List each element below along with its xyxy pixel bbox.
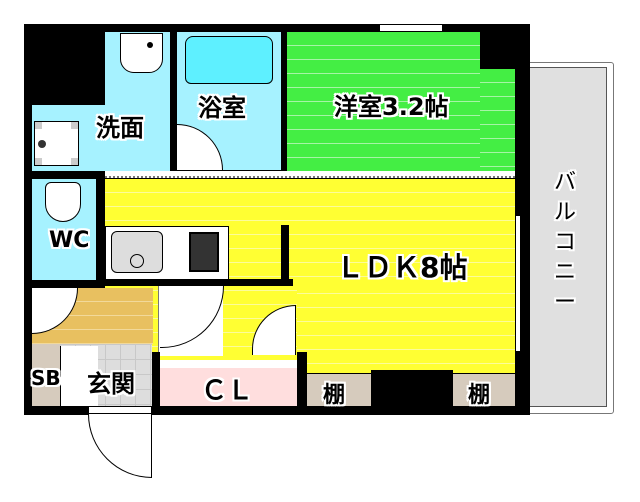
western-room-lower: [480, 69, 515, 171]
washing-machine-icon: [34, 121, 79, 166]
closet-wall: [297, 352, 307, 414]
entrance-wall: [152, 352, 160, 414]
partition-wall: [281, 225, 289, 285]
sliding-partition: [105, 171, 515, 178]
shelf-right: [453, 374, 515, 406]
shoe-box: [32, 344, 60, 406]
western-room: [287, 32, 480, 171]
entrance-label: 玄関: [87, 370, 135, 398]
shelf-left: [307, 374, 371, 406]
toilet-label: WC: [49, 228, 90, 253]
kitchen-wall: [96, 279, 293, 286]
door-threshold: [88, 406, 152, 414]
ldk-lower: [297, 280, 515, 373]
wash-basin-icon: [120, 33, 163, 73]
toilet-icon: [45, 182, 81, 222]
stove-icon: [189, 232, 219, 272]
ldk-label: ＬＤＫ8帖: [336, 251, 468, 284]
shoe-box-label: SB: [31, 366, 61, 390]
bathroom-label: 浴室: [198, 94, 246, 122]
entrance-step: [60, 346, 98, 406]
pillar: [371, 370, 453, 414]
washroom-label: 洗面: [96, 114, 144, 142]
closet-label: ＣＬ: [201, 376, 254, 406]
window-top: [379, 24, 443, 32]
western-room-label: 洋室3.2帖: [334, 93, 449, 121]
balcony: [520, 62, 614, 414]
bathtub-icon: [185, 36, 273, 84]
window-balcony: [515, 215, 521, 352]
closet: [160, 360, 297, 406]
sink-icon: [111, 231, 163, 273]
entrance-door: [88, 406, 152, 478]
shelf-right-label: 棚: [468, 383, 491, 408]
wc-wall: [96, 172, 105, 286]
shelf-left-label: 棚: [323, 383, 346, 408]
balcony-label: バルコニー: [553, 170, 576, 315]
